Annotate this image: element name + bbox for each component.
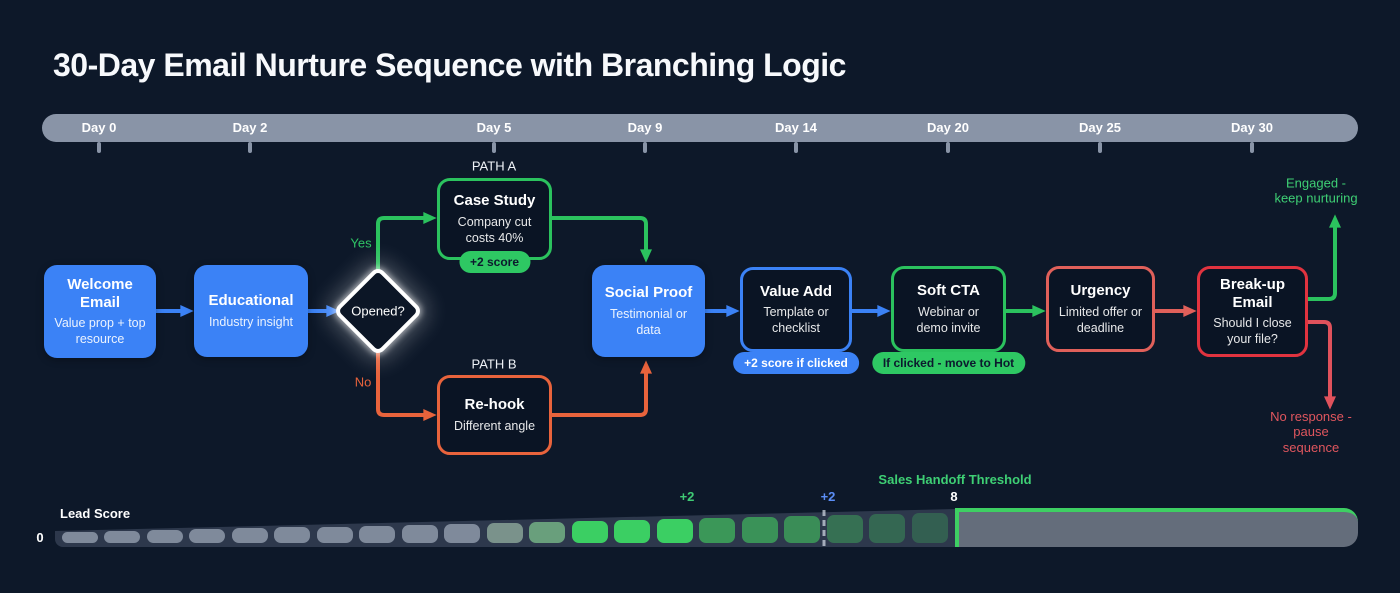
timeline-day-label: Day 25 xyxy=(1079,120,1121,135)
lead-score-segment xyxy=(147,530,183,543)
timeline-tick xyxy=(1098,142,1102,153)
connector-break-up-to-engaged xyxy=(1308,214,1341,301)
timeline-tick xyxy=(794,142,798,153)
label-path-a: PATH A xyxy=(471,158,517,174)
connector-re-hook-to-social-proof xyxy=(552,360,652,417)
timeline-tick xyxy=(97,142,101,153)
sales-handoff-zone xyxy=(955,508,1358,547)
lead-score-segment xyxy=(657,519,693,543)
lead-score-segment xyxy=(742,517,778,543)
node-title: Educational xyxy=(208,292,294,310)
timeline-day-label: Day 9 xyxy=(627,120,663,135)
node-subtitle: Webinar or demo invite xyxy=(916,304,981,335)
lead-score-segment xyxy=(912,513,948,543)
threshold-value: 8 xyxy=(950,489,958,504)
lead-score-origin: 0 xyxy=(36,530,44,545)
timeline-day-label: Day 5 xyxy=(476,120,512,135)
lead-score-segment xyxy=(699,518,735,543)
lead-score-segment xyxy=(104,531,140,543)
node-subtitle: Different angle xyxy=(453,418,536,433)
lead-score-segment xyxy=(869,514,905,543)
lead-score-segment xyxy=(189,529,225,543)
connector-opened-yes-to-case-study xyxy=(376,212,437,271)
node-title: Urgency xyxy=(1070,282,1131,300)
lead-score-segment xyxy=(487,523,523,543)
timeline-day-label: Day 2 xyxy=(232,120,268,135)
label-no: No xyxy=(354,374,372,390)
lead-score-segment xyxy=(274,527,310,543)
node-title: Social Proof xyxy=(604,284,693,302)
lead-score-segment xyxy=(232,528,268,543)
score-badge: +2 score if clicked xyxy=(733,352,859,374)
lead-score-segment xyxy=(784,516,820,543)
node-subtitle: Industry insight xyxy=(208,314,294,329)
node-soft-cta: Soft CTA Webinar or demo invite xyxy=(891,266,1006,352)
node-subtitle: Limited offer or deadline xyxy=(1058,304,1143,335)
label-no-response: No response - pause sequence xyxy=(1270,409,1352,455)
timeline-tick xyxy=(492,142,496,153)
decision-label: Opened? xyxy=(351,303,405,319)
label-yes: Yes xyxy=(350,235,372,251)
node-subtitle: Value prop + top resource xyxy=(54,316,146,347)
lead-score-segment xyxy=(402,525,438,543)
lead-score-title: Lead Score xyxy=(60,506,131,521)
node-subtitle: Company cut costs 40% xyxy=(457,214,532,245)
timeline-bar: Day 0 Day 2 Day 5 Day 9 Day 14 Day 20 Day 25 Da… xyxy=(42,114,1358,142)
timeline-day-label: Day 30 xyxy=(1231,120,1273,135)
score-badge: +2 score xyxy=(458,251,531,273)
node-title: Re-hook xyxy=(464,396,525,414)
timeline-tick xyxy=(248,142,252,153)
lead-score-segment xyxy=(444,524,480,543)
lead-score-segment xyxy=(359,526,395,543)
node-title: Value Add xyxy=(760,282,832,300)
dashed-marker-line xyxy=(822,510,826,546)
lead-score-segment xyxy=(827,515,863,543)
node-title: Welcome Email xyxy=(67,275,133,311)
timeline-tick xyxy=(1250,142,1254,153)
label-path-b: PATH B xyxy=(471,356,517,372)
lead-score-segment xyxy=(614,520,650,543)
lead-score-segment xyxy=(317,527,353,543)
node-subtitle: Testimonial or data xyxy=(609,306,688,337)
connector-opened-no-to-re-hook xyxy=(376,351,437,421)
lead-score-segment xyxy=(62,532,98,543)
node-title: Soft CTA xyxy=(916,282,981,300)
node-subtitle: Should I close your file? xyxy=(1213,316,1292,347)
lead-score-segment xyxy=(529,522,565,543)
node-title: Break-up Email xyxy=(1219,275,1286,311)
timeline-day-label: Day 14 xyxy=(775,120,817,135)
page-title: 30-Day Email Nurture Sequence with Branc… xyxy=(53,47,846,83)
timeline-day-label: Day 0 xyxy=(81,120,117,135)
score-annotation: +2 xyxy=(679,489,695,504)
label-engaged: Engaged - keep nurturing xyxy=(1274,175,1358,206)
score-annotation: +2 xyxy=(820,489,836,504)
timeline-tick xyxy=(946,142,950,153)
node-title: Case Study xyxy=(453,192,536,210)
threshold-label: Sales Handoff Threshold xyxy=(878,472,1032,487)
connector-case-study-to-social-proof xyxy=(552,216,652,263)
timeline-tick xyxy=(643,142,647,153)
timeline-day-label: Day 20 xyxy=(927,120,969,135)
score-badge: If clicked - move to Hot xyxy=(871,352,1026,374)
connector-break-up-to-no-response xyxy=(1308,320,1336,410)
lead-score-segment xyxy=(572,521,608,543)
node-subtitle: Template or checklist xyxy=(763,305,829,336)
